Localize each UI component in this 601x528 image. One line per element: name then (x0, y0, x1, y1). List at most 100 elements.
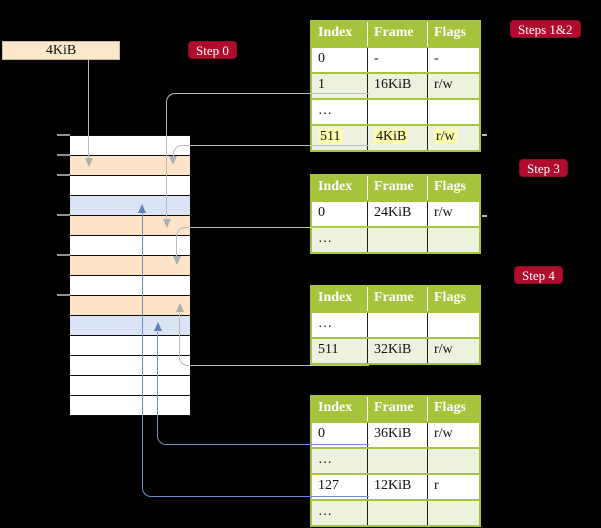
table-row: 0 24KiB r/w (312, 200, 479, 226)
cell-index: 511 (312, 126, 367, 150)
page-table-step-3: Index Frame Flags 0 24KiB r/w … (310, 174, 481, 254)
cell-flags (427, 100, 479, 124)
table-row: … (312, 311, 479, 337)
cell-frame (367, 228, 427, 252)
cell-frame: 16KiB (367, 74, 427, 98)
table-row-highlighted: 511 4KiB r/w (312, 124, 479, 150)
page-table-step-4: Index Frame Flags … 511 32KiB r/w (310, 285, 481, 365)
table-row: … (312, 226, 479, 252)
memory-row-5 (70, 216, 190, 236)
page-table-final: Index Frame Flags 0 36KiB r/w … 127 12Ki… (310, 395, 481, 527)
line-stub (482, 215, 487, 217)
cell-frame (367, 313, 427, 337)
highlight: r/w (434, 129, 457, 144)
memory-row-1 (70, 136, 190, 156)
cell-index: 0 (318, 426, 325, 441)
table-header-row: Index Frame Flags (312, 287, 479, 311)
memory-row-11 (70, 336, 190, 356)
arrowhead-down-icon (162, 219, 171, 228)
cell-frame: 4KiB (367, 126, 427, 150)
memory-row-13 (70, 376, 190, 396)
table-row: 0 36KiB r/w (312, 421, 479, 447)
memory-row-4 (70, 196, 190, 216)
cell-frame (367, 449, 427, 473)
arrowhead-down-icon (172, 256, 181, 265)
memory-row-7 (70, 256, 190, 276)
cell-flags (427, 449, 479, 473)
highlight: 511 (318, 129, 343, 144)
arrow-entry127-to-frame-12kib (141, 213, 369, 497)
badge-step-0-label: Step 0 (196, 42, 229, 58)
header-index: Index (318, 400, 353, 415)
cell-frame: 12KiB (367, 475, 427, 499)
arrow-entry0-to-frame-24kib (176, 227, 369, 258)
arrowhead-up-icon (175, 303, 184, 312)
arrow-entry1-to-frame-16kib (166, 93, 369, 221)
cell-index: … (318, 504, 332, 519)
cell-flags: r/w (427, 126, 479, 150)
memory-row-6 (70, 236, 190, 256)
memory-row-14 (70, 396, 190, 416)
cell-index: … (318, 103, 332, 118)
badge-step-3-label: Step 3 (527, 160, 560, 176)
cell-flags: r/w (427, 74, 479, 98)
header-flags: Flags (427, 176, 479, 200)
address-tick (57, 134, 70, 136)
header-frame: Frame (367, 22, 427, 46)
cell-frame (367, 100, 427, 124)
badge-step-0: Step 0 (188, 41, 237, 59)
badge-step-4-label: Step 4 (522, 267, 555, 283)
table-header-row: Index Frame Flags (312, 397, 479, 421)
table-row: … (312, 447, 479, 473)
arrowhead-down-icon (169, 156, 177, 165)
badge-steps-1-2: Steps 1&2 (510, 20, 581, 38)
cell-flags: - (427, 48, 479, 72)
table-row: … (312, 98, 479, 124)
header-flags: Flags (427, 22, 479, 46)
table-header-row: Index Frame Flags (312, 22, 479, 46)
cell-index: … (318, 316, 332, 331)
header-frame: Frame (367, 287, 427, 311)
badge-step-3: Step 3 (519, 159, 568, 177)
frame-label-box: 4KiB (2, 41, 120, 60)
table-row: … (312, 499, 479, 525)
cell-index: … (318, 452, 332, 467)
highlight: 4KiB (374, 129, 409, 144)
memory-row-8 (70, 276, 190, 296)
header-frame: Frame (367, 397, 427, 421)
arrow-entry0-to-frame-36kib (157, 332, 369, 445)
cell-flags: r (427, 475, 479, 499)
memory-row-12 (70, 356, 190, 376)
cell-index: … (318, 231, 332, 246)
header-index: Index (318, 290, 353, 305)
cell-index: 0 (318, 205, 325, 220)
cell-index: 511 (318, 342, 339, 357)
address-tick (57, 294, 70, 296)
header-flags: Flags (427, 287, 479, 311)
cell-index: 127 (318, 478, 339, 493)
badge-steps-1-2-label: Steps 1&2 (518, 21, 573, 37)
line-stub (482, 134, 487, 136)
cell-flags (427, 501, 479, 525)
cell-frame: 36KiB (367, 423, 427, 447)
header-frame: Frame (367, 176, 427, 200)
cell-flags (427, 313, 479, 337)
cell-flags: r/w (427, 202, 479, 226)
cell-frame: - (367, 48, 427, 72)
cell-flags: r/w (427, 423, 479, 447)
badge-step-4: Step 4 (514, 266, 563, 284)
cell-index: 0 (318, 51, 325, 66)
address-tick (57, 254, 70, 256)
arrowhead-down-icon (84, 158, 93, 167)
page-table-steps-1-2: Index Frame Flags 0 - - 1 16KiB r/w … 51… (310, 20, 481, 152)
arrow-entry511-to-frame-4kib (172, 144, 369, 158)
arrow-4kib-label-to-frame (88, 60, 90, 159)
cell-flags (427, 228, 479, 252)
cell-frame (367, 501, 427, 525)
table-row: 0 - - (312, 46, 479, 72)
address-tick (57, 154, 70, 156)
table-row: 127 12KiB r (312, 473, 479, 499)
header-index: Index (318, 25, 353, 40)
arrow-entry511-to-frame-32kib (179, 313, 369, 366)
